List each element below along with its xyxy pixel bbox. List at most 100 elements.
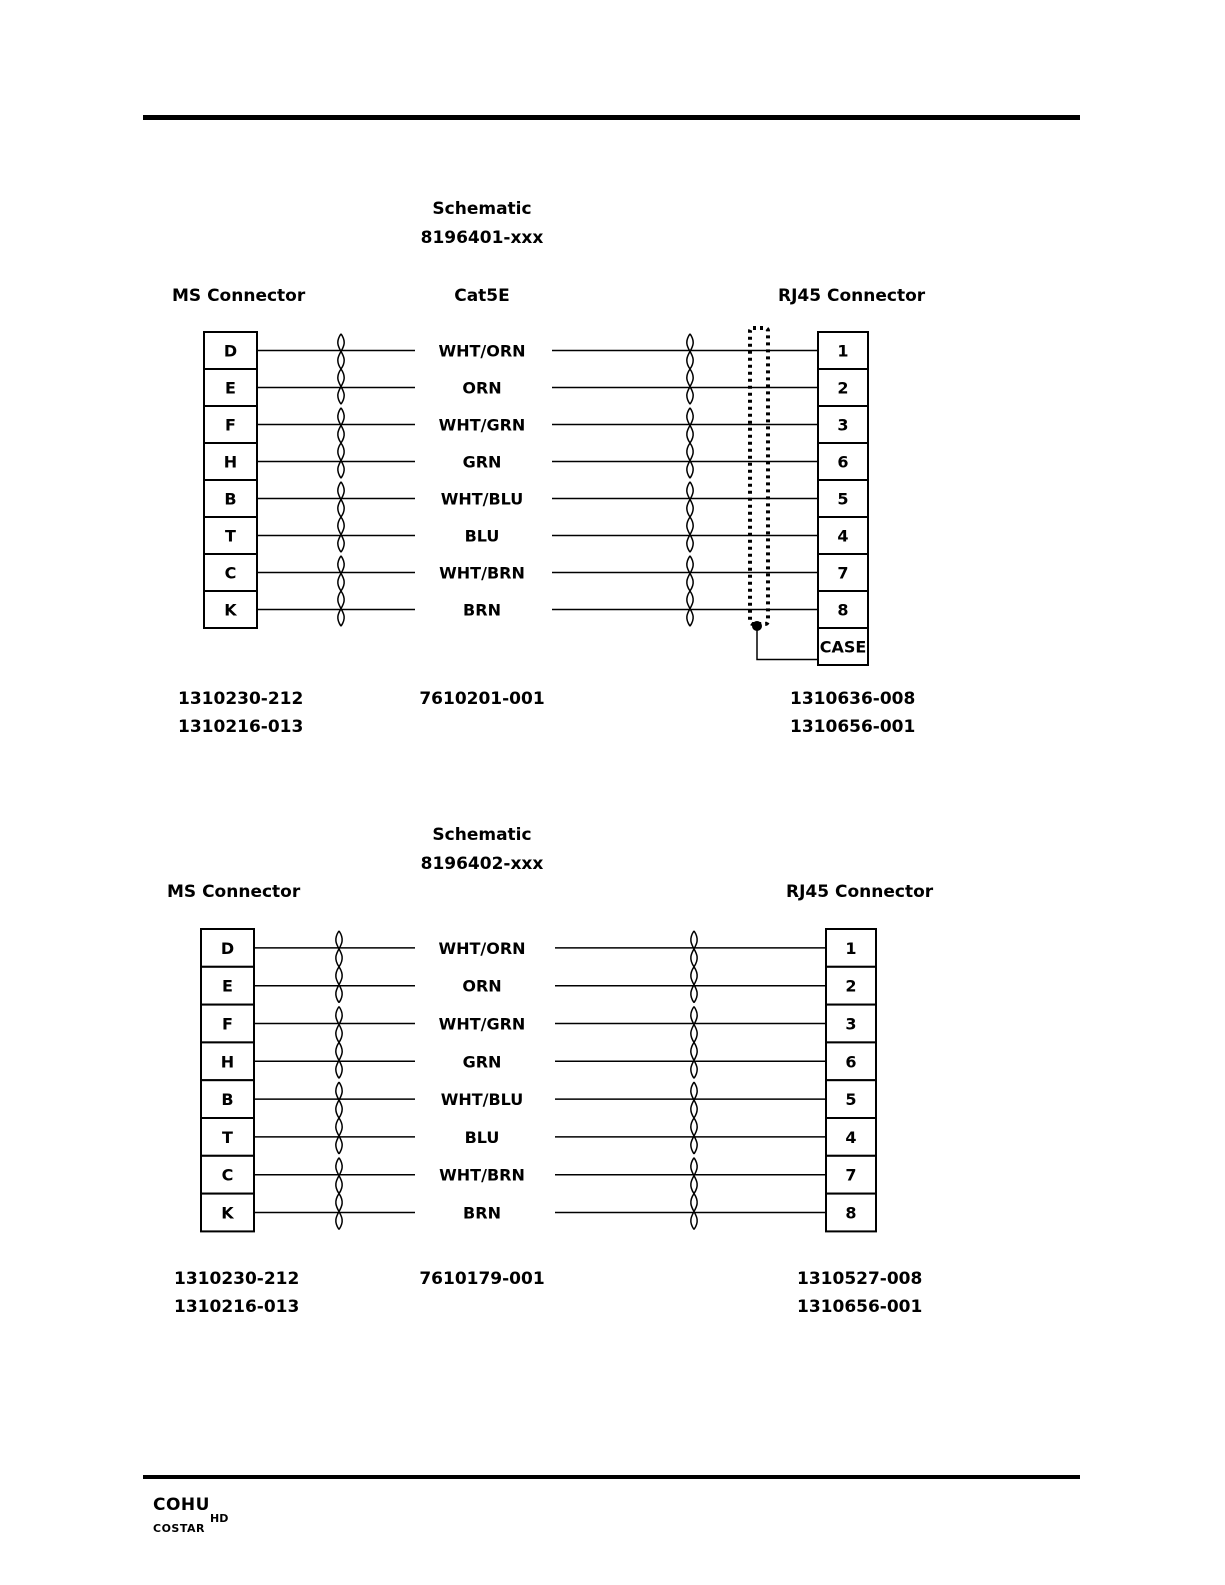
ms-pin-cell xyxy=(200,1154,255,1195)
left-connector-header: MS Connector xyxy=(167,882,301,902)
ms-pin-label: D xyxy=(224,342,237,361)
ms-pin-cell xyxy=(200,1192,255,1233)
cable-header: Cat5E xyxy=(454,286,510,306)
rj45-case-cell xyxy=(817,627,869,666)
twisted-pair-marker xyxy=(686,481,694,553)
rj45-pin-label: 2 xyxy=(837,379,848,398)
ms-pin-label: E xyxy=(225,379,236,398)
ms-pin-label: K xyxy=(221,1204,234,1223)
ms-pin-label: D xyxy=(221,939,234,958)
ms-pin-label: B xyxy=(224,490,236,509)
rj45-pin-cell xyxy=(825,965,877,1006)
rj45-pin-cell xyxy=(825,1117,877,1157)
ms-pin-label: B xyxy=(221,1090,233,1109)
schematic-1: Schematic 8196401-xxx MS Connector Cat5E RJ4… xyxy=(172,199,926,737)
wire-color-label: WHT/BLU xyxy=(441,490,524,509)
rj45-pin-label: 5 xyxy=(837,490,848,509)
wire-color-label: WHT/BLU xyxy=(441,1090,524,1109)
rj45-pin-cell xyxy=(817,442,869,481)
twisted-pair-marker xyxy=(335,930,343,1004)
left-connector-header: MS Connector xyxy=(172,286,306,306)
schematics: Schematic 8196401-xxx MS Connector Cat5E RJ4… xyxy=(167,199,934,1317)
wire-color-label: WHT/BRN xyxy=(439,564,525,583)
ms-pin-label: H xyxy=(224,453,237,472)
wire-row: E ORN 2 xyxy=(203,368,869,407)
logo-brand-secondary: COSTAR xyxy=(153,1522,205,1535)
ms-pin-cell xyxy=(203,590,258,629)
ms-pin-cell xyxy=(203,479,258,518)
rj45-pin-label: 7 xyxy=(845,1166,856,1185)
twisted-pair-marker xyxy=(335,1081,343,1155)
twisted-pair-marker xyxy=(686,407,694,479)
twisted-pair-marker xyxy=(335,1006,343,1079)
rj45-pin-cell xyxy=(825,1154,877,1195)
rj45-pin-label: 3 xyxy=(845,1015,856,1034)
wire-color-label: WHT/ORN xyxy=(438,342,525,361)
ms-pin-label: E xyxy=(222,977,233,996)
ms-pin-label: C xyxy=(222,1166,234,1185)
rj45-pin-label: 2 xyxy=(845,977,856,996)
wire-color-label: ORN xyxy=(462,977,501,996)
ms-pin-label: F xyxy=(222,1015,233,1034)
cable-part-number: 7610179-001 xyxy=(419,1269,544,1289)
cable-part-number: 7610201-001 xyxy=(419,689,544,709)
rj45-pin-label: 7 xyxy=(837,564,848,583)
company-logo: COHU HD COSTAR xyxy=(153,1495,228,1535)
ms-pin-label: T xyxy=(222,1128,233,1147)
ms-part-number: 1310216-013 xyxy=(174,1297,299,1317)
rj45-case-label: CASE xyxy=(820,638,867,657)
ms-pin-cell xyxy=(203,553,258,592)
ms-pin-cell xyxy=(200,965,255,1006)
wire-color-label: BRN xyxy=(463,601,501,620)
wire-row: B WHT/BLU 5 xyxy=(200,1079,877,1119)
twisted-pair-marker xyxy=(686,333,694,405)
bottom-rule xyxy=(143,1475,1080,1479)
twisted-pair-marker xyxy=(337,407,345,479)
ms-part-number: 1310216-013 xyxy=(178,717,303,737)
rj45-pin-label: 1 xyxy=(845,939,856,958)
cable-shield xyxy=(748,326,770,626)
rj45-pin-label: 1 xyxy=(837,342,848,361)
drain-wire xyxy=(756,626,818,661)
rj45-pin-cell xyxy=(825,1079,877,1119)
wire-row: E ORN 2 xyxy=(200,965,877,1006)
rj45-part-number: 1310656-001 xyxy=(790,717,915,737)
wire-color-label: WHT/GRN xyxy=(439,416,526,435)
rj45-part-number: 1310527-008 xyxy=(797,1269,922,1289)
ms-pin-label: H xyxy=(221,1052,234,1071)
right-connector-header: RJ45 Connector xyxy=(786,882,934,902)
twisted-pair-marker xyxy=(337,481,345,553)
wire-color-label: ORN xyxy=(462,379,501,398)
rj45-pin-cell xyxy=(817,368,869,407)
rj45-part-number: 1310636-008 xyxy=(790,689,915,709)
rj45-pin-label: 3 xyxy=(837,416,848,435)
rj45-pin-label: 8 xyxy=(845,1204,856,1223)
twisted-pair-marker xyxy=(337,333,345,405)
twisted-pair-marker xyxy=(690,1006,698,1079)
ms-pin-cell xyxy=(203,442,258,481)
schematic-part-number: 8196401-xxx xyxy=(421,228,544,248)
ms-pin-label: F xyxy=(225,416,236,435)
top-rule xyxy=(143,115,1080,120)
twisted-pair-marker xyxy=(686,555,694,627)
right-connector-header: RJ45 Connector xyxy=(778,286,926,306)
ms-pin-cell xyxy=(200,928,255,968)
wire-row: F WHT/GRN 3 xyxy=(203,405,869,444)
ms-part-number: 1310230-212 xyxy=(178,689,303,709)
twisted-pair-marker xyxy=(335,1157,343,1230)
rj45-pin-label: 6 xyxy=(837,453,848,472)
rj45-pin-cell xyxy=(825,1192,877,1233)
rj45-pin-label: 4 xyxy=(845,1128,856,1147)
wire-color-label: BLU xyxy=(465,1128,500,1147)
ms-pin-label: T xyxy=(225,527,236,546)
rj45-pin-label: 5 xyxy=(845,1090,856,1109)
schematic-title: Schematic xyxy=(432,199,531,219)
wire-color-label: WHT/GRN xyxy=(439,1015,526,1034)
